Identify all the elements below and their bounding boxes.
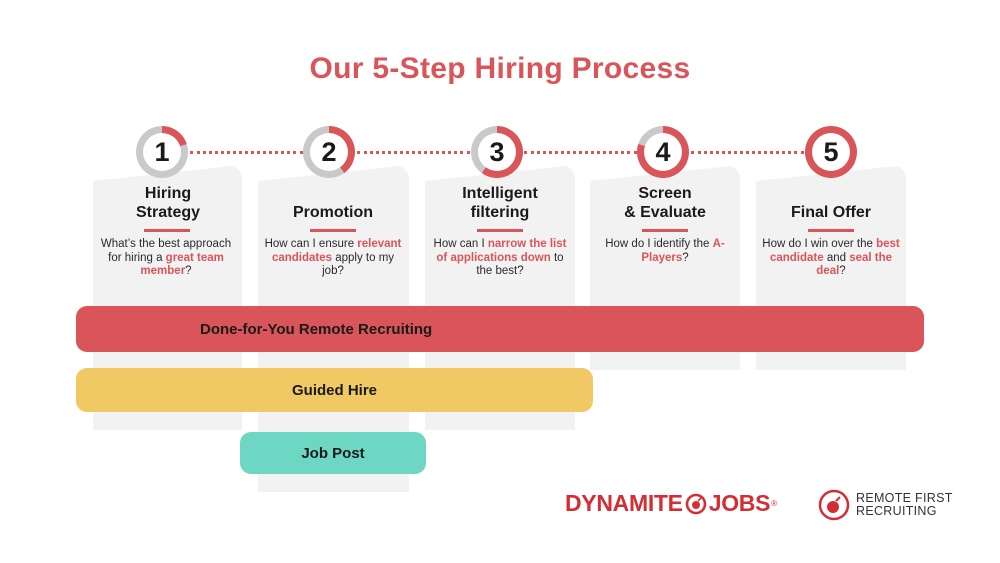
step-5-heading: Final Offer [756,203,906,222]
step-2-heading-line1: Promotion [293,204,373,221]
step-1-divider [144,229,190,232]
guided-hire-label: Guided Hire [291,381,377,399]
description-text: What’s the best approach for hiring a [100,238,232,264]
step-3-divider [477,229,523,232]
step-1-description: What’s the best approach for hiring a gr… [93,238,239,279]
description-text: to the best? [476,251,564,278]
step-5-progress-ring: 5 [805,126,857,178]
registered-mark: ® [771,499,777,508]
guided-hire-band: Guided Hire [76,368,593,412]
description-text: How can I ensure [264,238,358,250]
step-2-divider [310,229,356,232]
step-4-heading-line2: & Evaluate [624,204,706,221]
dynamite-bomb-icon [685,493,707,514]
page-title: Our 5-Step Hiring Process [309,52,691,85]
connector-2-3 [357,151,470,154]
step-3-number: 3 [478,133,516,171]
step-3-description: How can I narrow the list of application… [430,238,570,279]
highlight-text: great team member [140,251,224,278]
step-5-divider [808,229,854,232]
remote-first-recruiting-logo: REMOTE FIRST RECRUITING [818,489,978,523]
description-text: How do I win over the [762,238,877,250]
step-2-heading: Promotion [258,203,408,222]
step-2-description: How can I ensure relevant candidates app… [263,238,403,279]
description-text: apply to my job? [322,251,395,278]
job-post-band: Job Post [240,432,426,474]
highlight-text: relevant candidates [271,238,402,264]
description-text: How can I [433,238,488,250]
connector-3-4 [524,151,637,154]
step-5-heading-line1: Final Offer [790,204,871,221]
connector-4-5 [691,151,804,154]
step-4-number: 4 [644,133,682,171]
remote-first-line1: REMOTE FIRST [856,491,953,505]
step-3-heading-line2: filtering [470,204,530,221]
step-3-progress-ring: 3 [471,126,523,178]
highlight-text: narrow the list of applications down [436,238,567,264]
remote-first-bomb-icon [818,489,850,521]
step-4-description: How do I identify the A-Players? [595,238,735,265]
description-text: How do I identify the [605,238,713,250]
step-3-heading-line1: Intelligent [462,185,538,202]
step-1-heading-line2: Strategy [135,204,201,221]
highlight-text: best candidate [769,238,900,264]
description-text: and [823,251,850,264]
done-for-you-band: Done-for-You Remote Recruiting [76,306,924,352]
step-5-number: 5 [812,133,850,171]
dynamite-jobs-logo: DYNAMITE JOBS ® [565,490,777,517]
step-5-description: How do I win over the best candidate and… [758,238,904,279]
step-4-progress-ring: 4 [637,126,689,178]
step-1-number: 1 [143,133,181,171]
step-4-heading-line1: Screen [638,185,692,202]
job-post-label: Job Post [301,444,365,462]
highlight-text: A-Players [641,238,725,264]
description-text: ? [839,265,846,277]
step-1-progress-ring: 1 [136,126,188,178]
step-4-divider [642,229,688,232]
remote-first-line2: RECRUITING [856,504,937,518]
done-for-you-label: Done-for-You Remote Recruiting [200,320,433,338]
highlight-text: seal the deal [816,251,893,278]
step-2-number: 2 [310,133,348,171]
description-text: ? [682,251,689,264]
step-2-progress-ring: 2 [303,126,355,178]
description-text: ? [185,265,192,277]
step-3-heading: Intelligent filtering [425,184,575,222]
step-4-heading: Screen & Evaluate [590,184,740,222]
dynamite-logo-right: JOBS [708,490,771,516]
connector-1-2 [190,151,303,154]
step-1-heading-line1: Hiring [144,185,192,202]
step-1-heading: Hiring Strategy [93,184,243,222]
dynamite-logo-left: DYNAMITE [565,490,683,516]
